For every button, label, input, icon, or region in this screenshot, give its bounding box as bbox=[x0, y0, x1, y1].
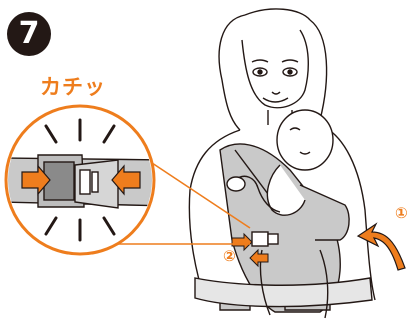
carrier bbox=[195, 144, 372, 312]
marker-second: ② bbox=[223, 249, 236, 264]
zoom-circle bbox=[0, 106, 170, 254]
step-number-badge: 7 bbox=[7, 12, 51, 56]
curved-arrow-icon bbox=[358, 224, 405, 270]
marker-first: ① bbox=[395, 206, 408, 221]
click-sound-label: カチッ bbox=[40, 71, 106, 101]
